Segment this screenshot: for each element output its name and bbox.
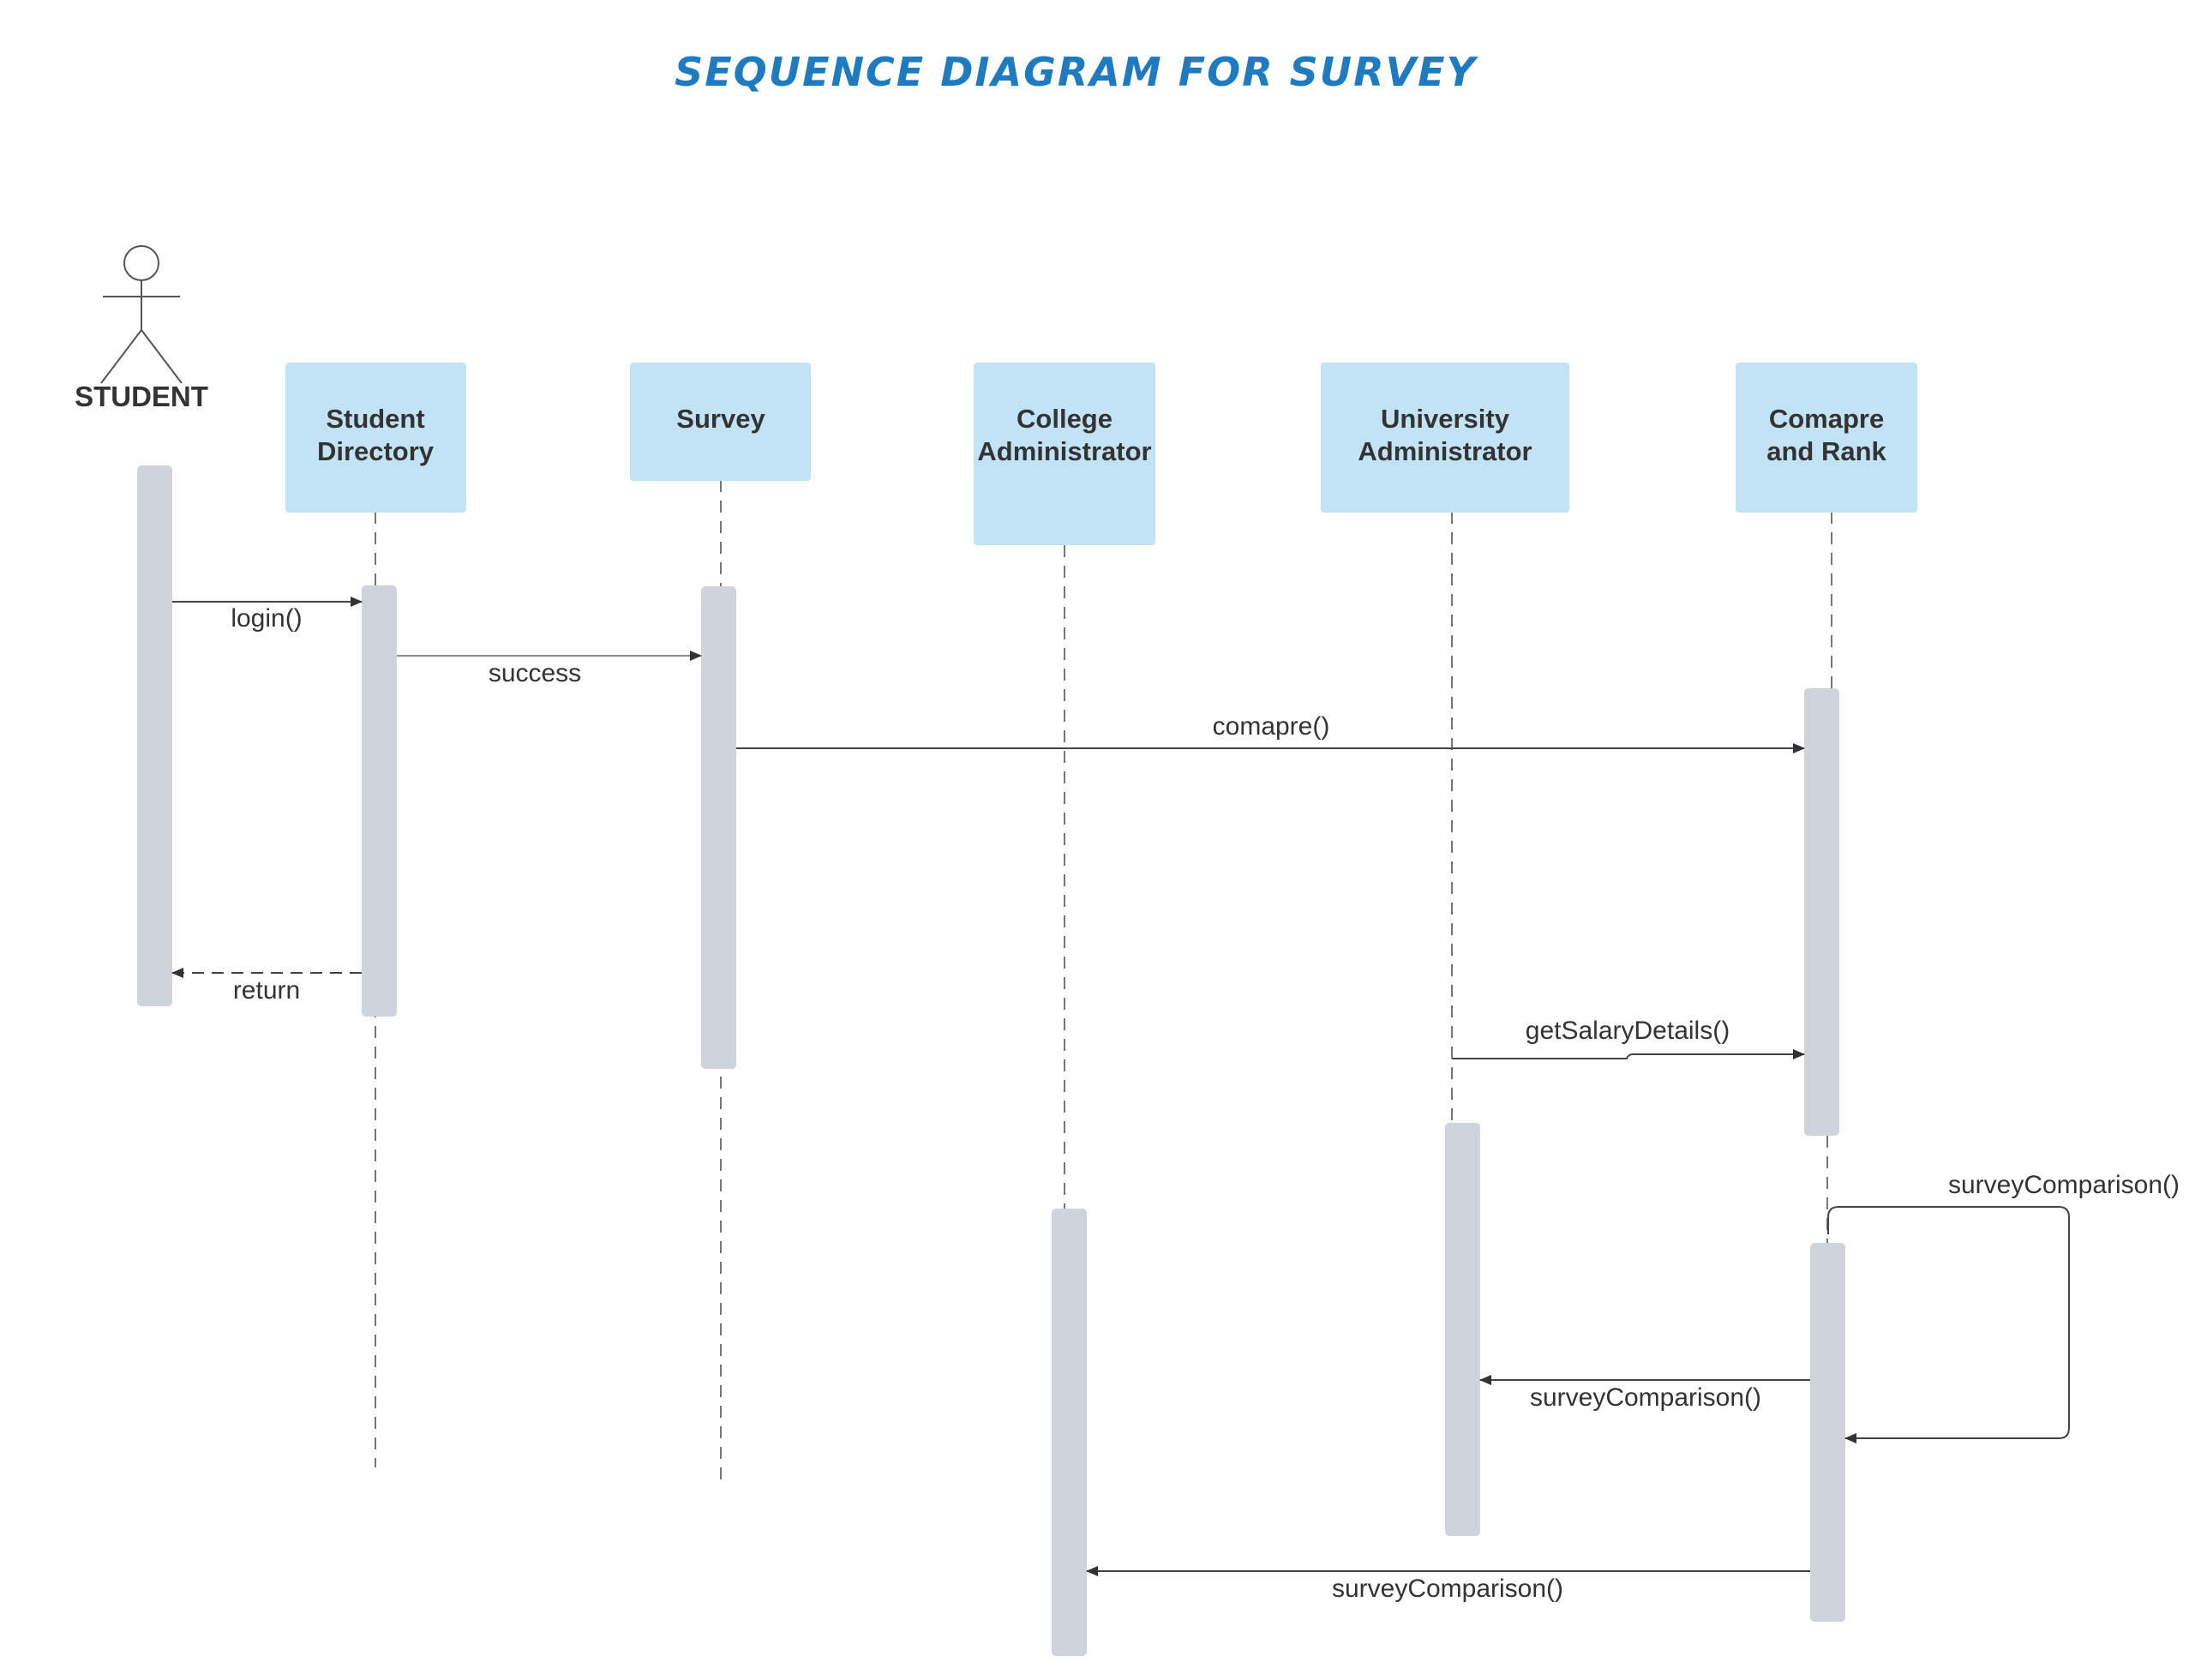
activation-student — [137, 465, 172, 1006]
participant-label-line1: University — [1381, 404, 1510, 434]
activation-student-directory — [362, 585, 397, 1017]
activation-college-administrator — [1052, 1209, 1087, 1656]
participant-compare-rank: Comapre and Rank — [1736, 363, 1917, 513]
diagram-title: SEQUENCE DIAGRAM FOR SURVEY — [675, 49, 1478, 95]
participant-university-administrator: University Administrator — [1321, 363, 1569, 513]
activation-survey — [701, 586, 736, 1069]
participant-label-line2: Administrator — [1358, 436, 1532, 466]
participant-student-directory: Student Directory — [285, 363, 466, 513]
participant-label-line2: and Rank — [1766, 436, 1886, 466]
participant-label-line1: College — [1017, 404, 1112, 434]
activation-compare-rank-2 — [1810, 1243, 1845, 1622]
message-label: surveyComparison() — [1948, 1171, 2180, 1199]
activation-university-administrator — [1445, 1123, 1480, 1536]
participant-label-line1: Student — [326, 404, 424, 434]
message-label: success — [489, 659, 581, 687]
participant-label-line2: Directory — [317, 436, 435, 466]
actor-student: STUDENT — [75, 245, 208, 412]
message-label: return — [233, 976, 300, 1005]
message-label: getSalaryDetails() — [1526, 1017, 1730, 1045]
message-success: success — [397, 651, 702, 687]
message-label: comapre() — [1213, 712, 1330, 741]
activation-bars — [137, 465, 1845, 1656]
message-return: return — [171, 968, 362, 1005]
participant-survey: Survey — [630, 363, 811, 481]
message-label: surveyComparison() — [1530, 1383, 1761, 1412]
message-label: surveyComparison() — [1332, 1575, 1563, 1603]
message-get-salary-details: getSalaryDetails() — [1452, 1017, 1805, 1059]
actor-label: STUDENT — [75, 381, 208, 412]
participant-college-administrator: College Administrator — [974, 363, 1155, 545]
participant-label-line1: Survey — [676, 404, 765, 434]
message-self-survey-comparison: surveyComparison() — [1827, 1171, 2180, 1443]
stick-figure-icon — [100, 245, 183, 384]
participant-label-line2: Administrator — [977, 436, 1151, 466]
activation-compare-rank-1 — [1804, 688, 1839, 1136]
message-login: login() — [172, 597, 363, 633]
participant-label-line1: Comapre — [1769, 404, 1884, 434]
message-label: login() — [231, 604, 302, 633]
message-survey-comparison-to-university: surveyComparison() — [1479, 1375, 1810, 1412]
message-survey-comparison-to-college: surveyComparison() — [1086, 1566, 1810, 1603]
message-compare: comapre() — [736, 712, 1805, 753]
lifelines — [375, 480, 1832, 1485]
